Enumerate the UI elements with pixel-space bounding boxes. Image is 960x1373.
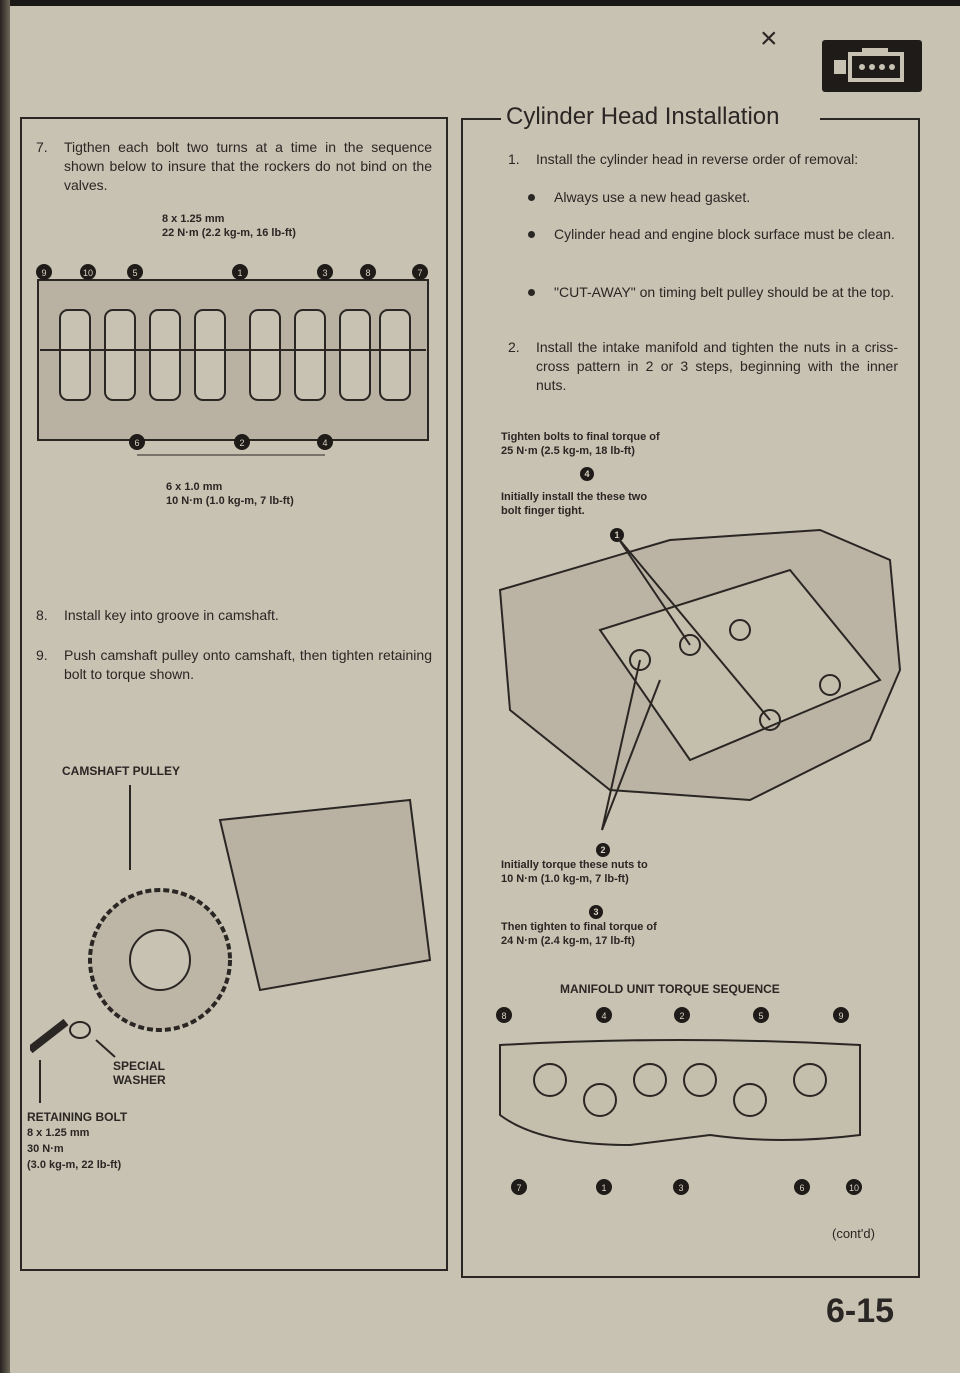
intake-manifold-diagram bbox=[490, 510, 910, 845]
svg-text:6: 6 bbox=[799, 1183, 804, 1193]
step-2: 2.Install the intake manifold and tighte… bbox=[508, 339, 898, 393]
step-7: 7.Tigthen each bolt two turns at a time … bbox=[36, 139, 432, 193]
pen-mark: × bbox=[760, 22, 778, 55]
bullet-3: "CUT-AWAY" on timing belt pulley should … bbox=[528, 283, 896, 302]
page-number: 6-15 bbox=[826, 1292, 895, 1330]
bullet-2: Cylinder head and engine block surface m… bbox=[528, 225, 896, 244]
rocker-arm-diagram: 9 10 5 1 3 8 7 6 2 4 bbox=[30, 250, 435, 495]
svg-text:7: 7 bbox=[417, 268, 422, 278]
engine-icon bbox=[822, 40, 922, 92]
left-panel bbox=[20, 117, 448, 1271]
svg-text:9: 9 bbox=[838, 1011, 843, 1021]
bullet-1: Always use a new head gasket. bbox=[528, 188, 896, 207]
svg-text:5: 5 bbox=[758, 1011, 763, 1021]
svg-text:8: 8 bbox=[365, 268, 370, 278]
svg-text:4: 4 bbox=[601, 1011, 606, 1021]
page-edge bbox=[0, 0, 960, 6]
svg-text:10: 10 bbox=[83, 268, 93, 278]
continued-label: (cont'd) bbox=[832, 1226, 875, 1241]
step-number-4: 4 bbox=[580, 464, 594, 482]
camshaft-pulley-label: CAMSHAFT PULLEY bbox=[62, 764, 180, 778]
svg-text:6: 6 bbox=[134, 438, 139, 448]
manifold-sequence-diagram: 8 4 2 5 9 7 1 3 6 10 bbox=[480, 1005, 880, 1210]
bolt-sequence-bottom: 6 2 4 bbox=[129, 434, 333, 450]
step-8: 8.Install key into groove in camshaft. bbox=[36, 607, 279, 623]
step-number-3: 3 bbox=[589, 902, 603, 920]
step-number-2: 2 bbox=[596, 840, 610, 858]
binding-edge bbox=[0, 0, 10, 1373]
svg-text:10: 10 bbox=[849, 1183, 859, 1193]
bolt-sequence-top: 9 10 5 1 3 8 7 bbox=[36, 264, 428, 280]
svg-text:3: 3 bbox=[322, 268, 327, 278]
step-9: 9.Push camshaft pulley onto camshaft, th… bbox=[36, 647, 432, 682]
svg-text:8: 8 bbox=[501, 1011, 506, 1021]
step-number-1: 1 bbox=[610, 525, 624, 543]
manifold-sequence-title: MANIFOLD UNIT TORQUE SEQUENCE bbox=[560, 982, 780, 996]
svg-text:2: 2 bbox=[239, 438, 244, 448]
svg-text:2: 2 bbox=[679, 1011, 684, 1021]
manifold-bottom-numbers: 7 1 3 6 10 bbox=[511, 1179, 862, 1195]
section-title: Cylinder Head Installation bbox=[506, 103, 780, 130]
svg-text:3: 3 bbox=[678, 1183, 683, 1193]
right-panel bbox=[461, 118, 920, 1278]
svg-text:1: 1 bbox=[237, 268, 242, 278]
camshaft-pulley-diagram bbox=[27, 785, 440, 1110]
svg-text:9: 9 bbox=[41, 268, 46, 278]
svg-text:5: 5 bbox=[132, 268, 137, 278]
manifold-top-numbers: 8 4 2 5 9 bbox=[496, 1007, 849, 1023]
step-1: 1.Install the cylinder head in reverse o… bbox=[508, 151, 859, 167]
svg-text:4: 4 bbox=[322, 438, 327, 448]
svg-text:1: 1 bbox=[601, 1183, 606, 1193]
svg-text:7: 7 bbox=[516, 1183, 521, 1193]
